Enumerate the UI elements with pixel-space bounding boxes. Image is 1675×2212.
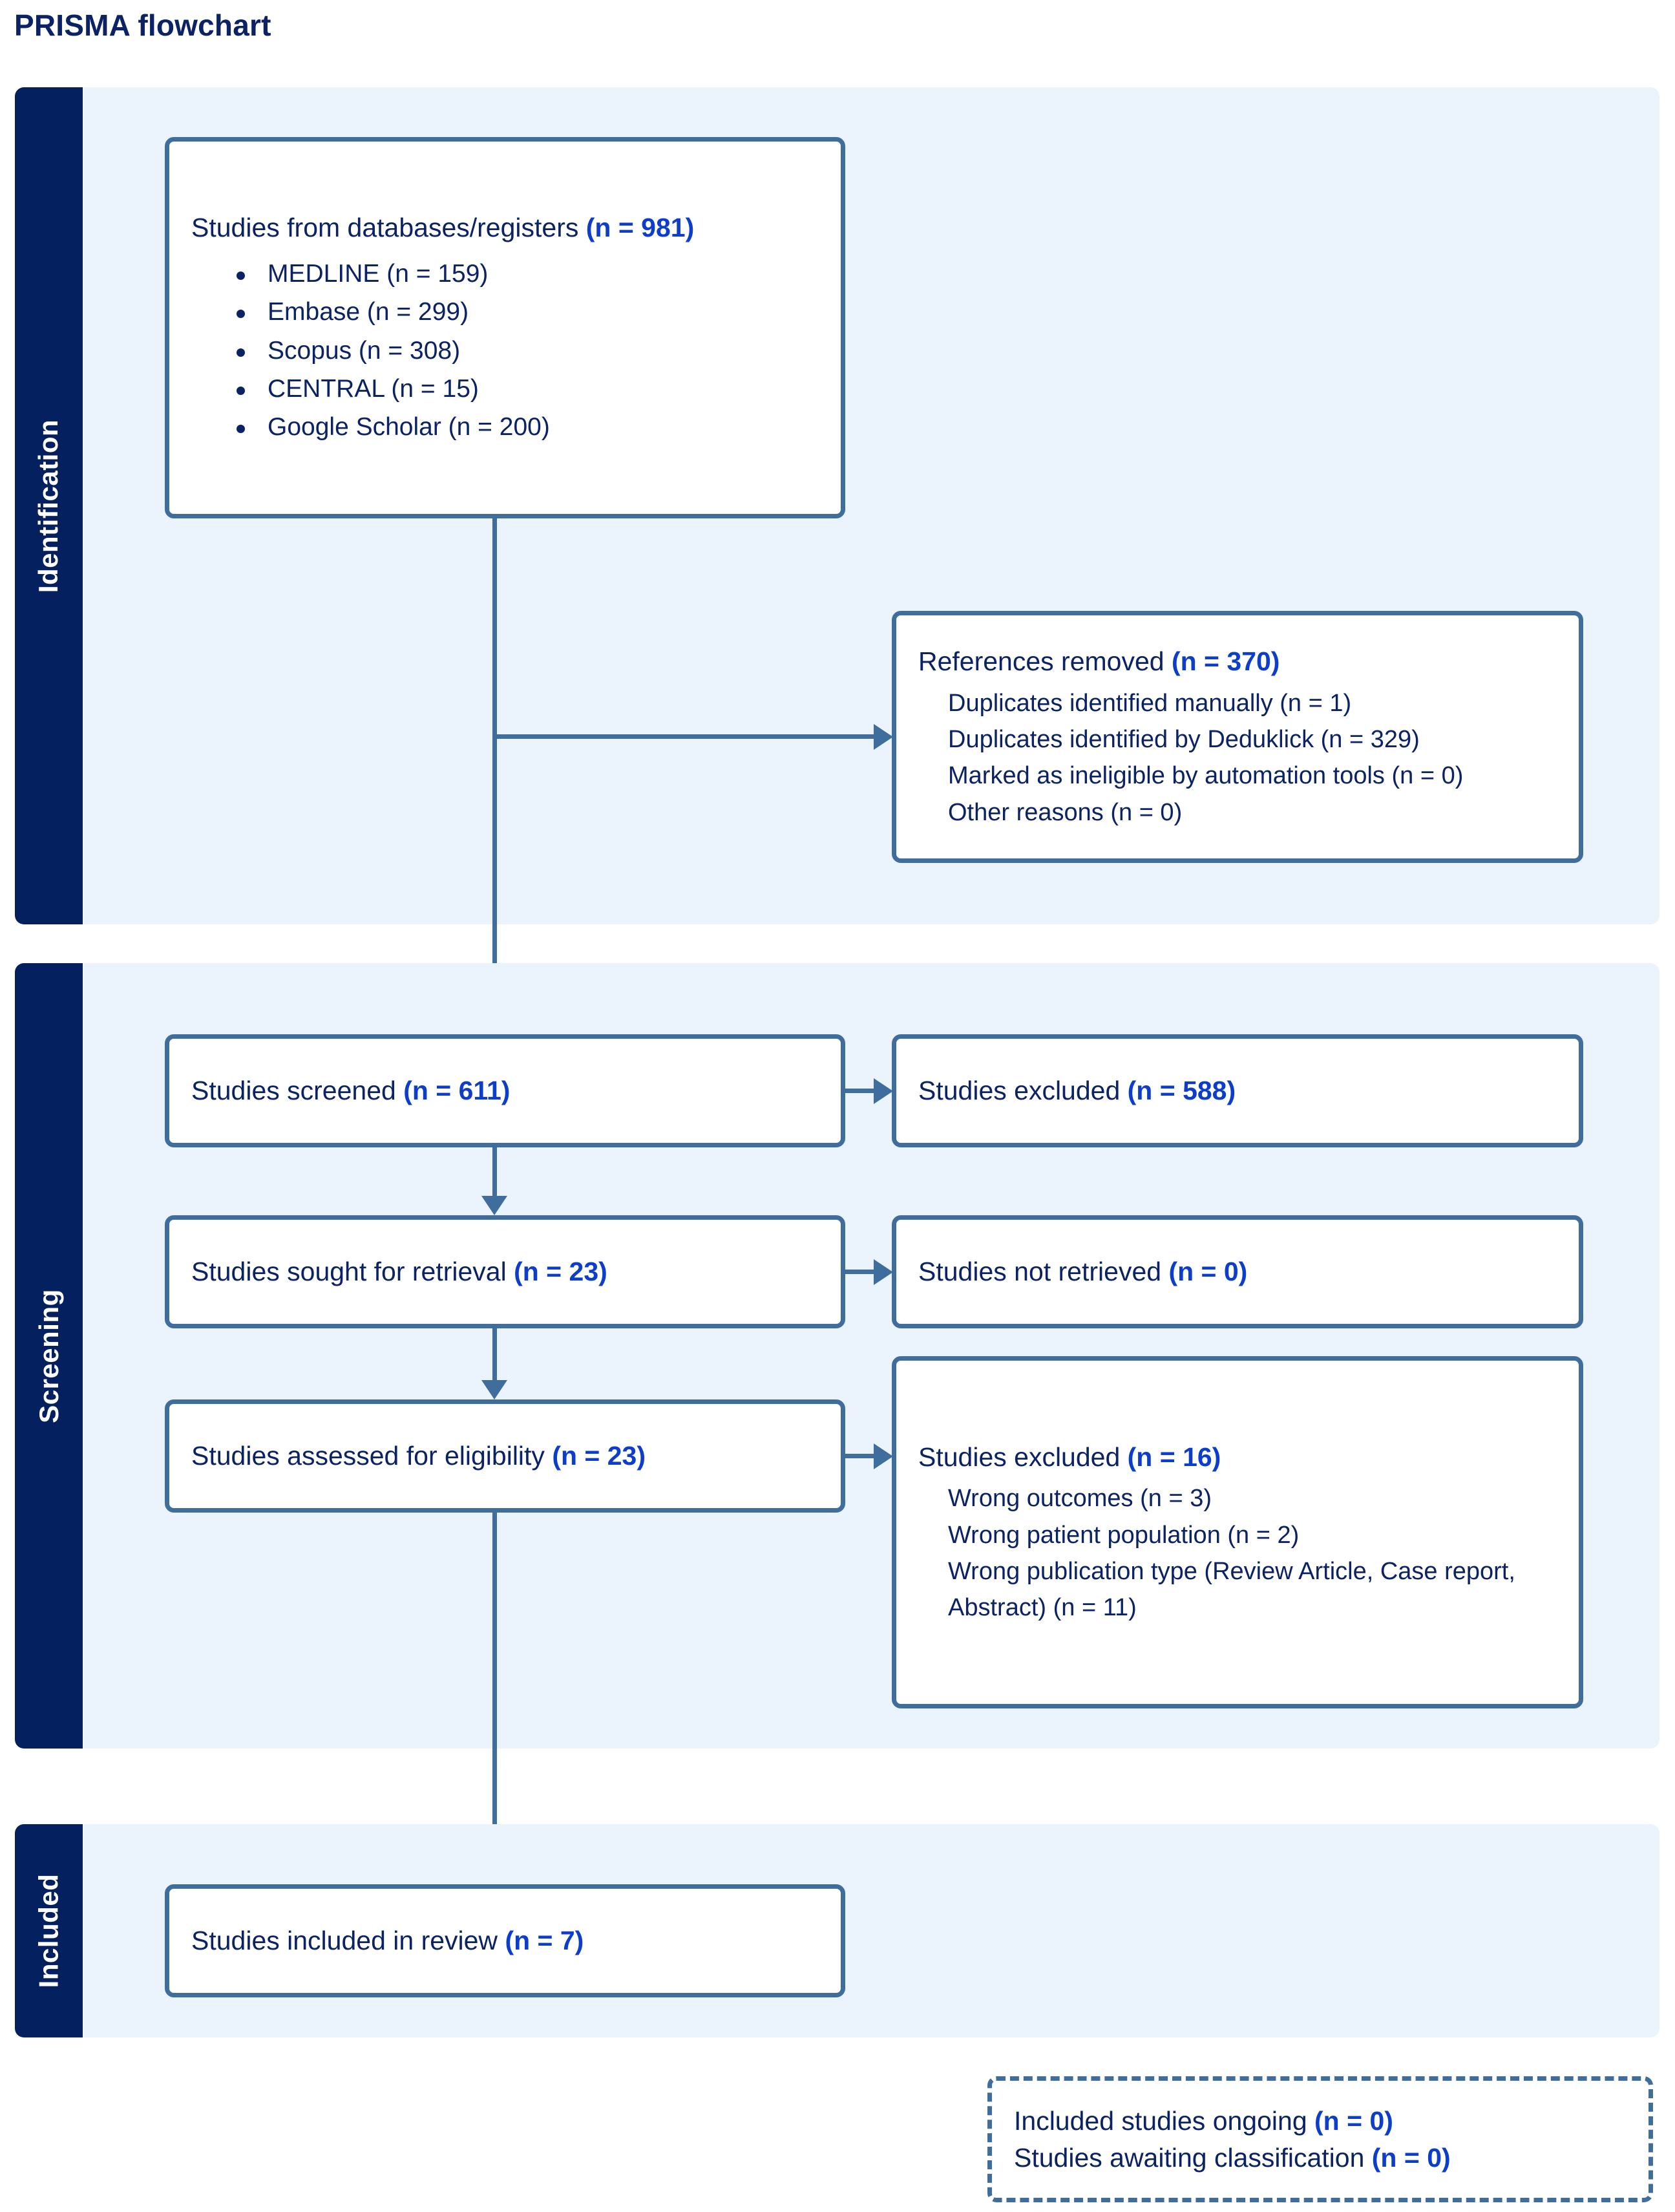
box-references-removed-headline-text: References removed [918,646,1172,677]
box-studies-not-retrieved: Studies not retrieved (n = 0) [892,1215,1583,1328]
list-item: Marked as ineligible by automation tools… [948,762,1464,790]
page-title: PRISMA flowchart [14,8,271,42]
connector-assessed-to-included [492,1513,497,1871]
sidebar-identification: Identification [15,87,83,924]
connector-databases-down [492,518,497,1016]
box-references-removed-headline: References removed (n = 370) [918,643,1557,680]
box-studies-screened-headline-text: Studies screened [191,1076,404,1106]
box-studies-excluded-eligibility-headline: Studies excluded (n = 16) [918,1439,1557,1476]
arrow-to-assessed-eligibility [481,1380,507,1399]
box-studies-excluded-eligibility-count: (n = 16) [1127,1441,1221,1472]
sidebar-identification-label: Identification [33,419,64,593]
box-studies-excluded-screening-count: (n = 588) [1127,1076,1236,1106]
box-studies-excluded-eligibility-reasons: Wrong outcomes (n = 3) Wrong patient pop… [918,1480,1557,1626]
box-studies-excluded-screening: Studies excluded (n = 588) [892,1034,1583,1147]
list-item: Scopus (n = 308) [237,332,819,370]
box-studies-screened-count: (n = 611) [403,1076,511,1106]
box-studies-not-retrieved-count: (n = 0) [1168,1257,1248,1287]
box-ongoing-text: Included studies ongoing [1014,2105,1315,2136]
box-sought-for-retrieval-headline-text: Studies sought for retrieval [191,1257,514,1287]
box-databases-count: (n = 981) [585,212,695,242]
box-references-removed-reasons: Duplicates identified manually (n = 1) D… [918,685,1557,831]
sidebar-screening-label: Screening [33,1288,64,1423]
sidebar-screening: Screening [15,963,83,1749]
box-studies-excluded-eligibility: Studies excluded (n = 16) Wrong outcomes… [892,1356,1583,1708]
box-references-removed: References removed (n = 370) Duplicates … [892,611,1583,863]
box-studies-excluded-eligibility-headline-text: Studies excluded [918,1441,1128,1472]
box-ongoing-awaiting-classification: Included studies ongoing (n = 0) Studies… [987,2076,1653,2202]
box-studies-not-retrieved-headline-text: Studies not retrieved [918,1257,1169,1287]
arrow-assessed-to-excluded [874,1443,893,1469]
box-studies-screened-headline: Studies screened (n = 611) [191,1072,819,1109]
box-studies-excluded-screening-headline-text: Studies excluded [918,1076,1128,1106]
box-sought-for-retrieval-headline: Studies sought for retrieval (n = 23) [191,1253,819,1290]
arrow-screened-to-excluded [874,1078,893,1104]
connector-assessed-to-excluded [845,1454,875,1458]
box-studies-excluded-screening-headline: Studies excluded (n = 588) [918,1072,1557,1109]
box-assessed-for-eligibility-count: (n = 23) [552,1441,646,1471]
list-item: Google Scholar (n = 200) [237,408,819,446]
connector-branch-to-references-removed [492,734,874,739]
box-awaiting-line: Studies awaiting classification (n = 0) [1014,2140,1627,2176]
list-item: Duplicates identified manually (n = 1) [948,689,1352,717]
box-databases-headline-text: Studies from databases/registers [191,212,586,242]
connector-sought-to-assessed [492,1328,497,1383]
list-item: Other reasons (n = 0) [948,798,1183,826]
box-studies-screened: Studies screened (n = 611) [165,1034,845,1147]
box-assessed-for-eligibility-headline: Studies assessed for eligibility (n = 23… [191,1438,819,1474]
arrow-to-references-removed [874,724,893,750]
connector-screened-to-sought [492,1147,497,1199]
box-included-in-review-count: (n = 7) [505,1926,584,1956]
arrow-to-sought-retrieval [481,1196,507,1215]
connector-screened-to-excluded [845,1089,875,1093]
list-item: CENTRAL (n = 15) [237,370,819,408]
sidebar-included-label: Included [33,1873,64,1988]
sidebar-included: Included [15,1824,83,2037]
box-assessed-for-eligibility: Studies assessed for eligibility (n = 23… [165,1399,845,1513]
connector-sought-to-not-retrieved [845,1270,875,1274]
list-item: Embase (n = 299) [237,293,819,331]
box-included-in-review-headline: Studies included in review (n = 7) [191,1922,819,1959]
list-item: Duplicates identified by Deduklick (n = … [948,726,1420,754]
arrow-sought-to-not-retrieved [874,1259,893,1285]
box-databases-source-list: MEDLINE (n = 159) Embase (n = 299) Scopu… [191,255,819,446]
list-item: MEDLINE (n = 159) [237,255,819,293]
box-included-in-review: Studies included in review (n = 7) [165,1884,845,1997]
list-item: Wrong outcomes (n = 3) [948,1485,1212,1513]
box-included-in-review-headline-text: Studies included in review [191,1926,505,1956]
box-sought-for-retrieval-count: (n = 23) [514,1257,607,1287]
box-databases-headline: Studies from databases/registers (n = 98… [191,209,819,246]
box-sought-for-retrieval: Studies sought for retrieval (n = 23) [165,1215,845,1328]
box-assessed-for-eligibility-headline-text: Studies assessed for eligibility [191,1441,553,1471]
box-studies-not-retrieved-headline: Studies not retrieved (n = 0) [918,1253,1557,1290]
box-awaiting-count: (n = 0) [1371,2142,1451,2173]
list-item: Wrong publication type (Review Article, … [948,1557,1515,1622]
box-references-removed-count: (n = 370) [1171,646,1280,677]
box-ongoing-line: Included studies ongoing (n = 0) [1014,2103,1627,2140]
box-awaiting-text: Studies awaiting classification [1014,2142,1372,2173]
box-ongoing-count: (n = 0) [1314,2105,1393,2136]
box-databases-registers: Studies from databases/registers (n = 98… [165,137,845,518]
list-item: Wrong patient population (n = 2) [948,1521,1300,1549]
